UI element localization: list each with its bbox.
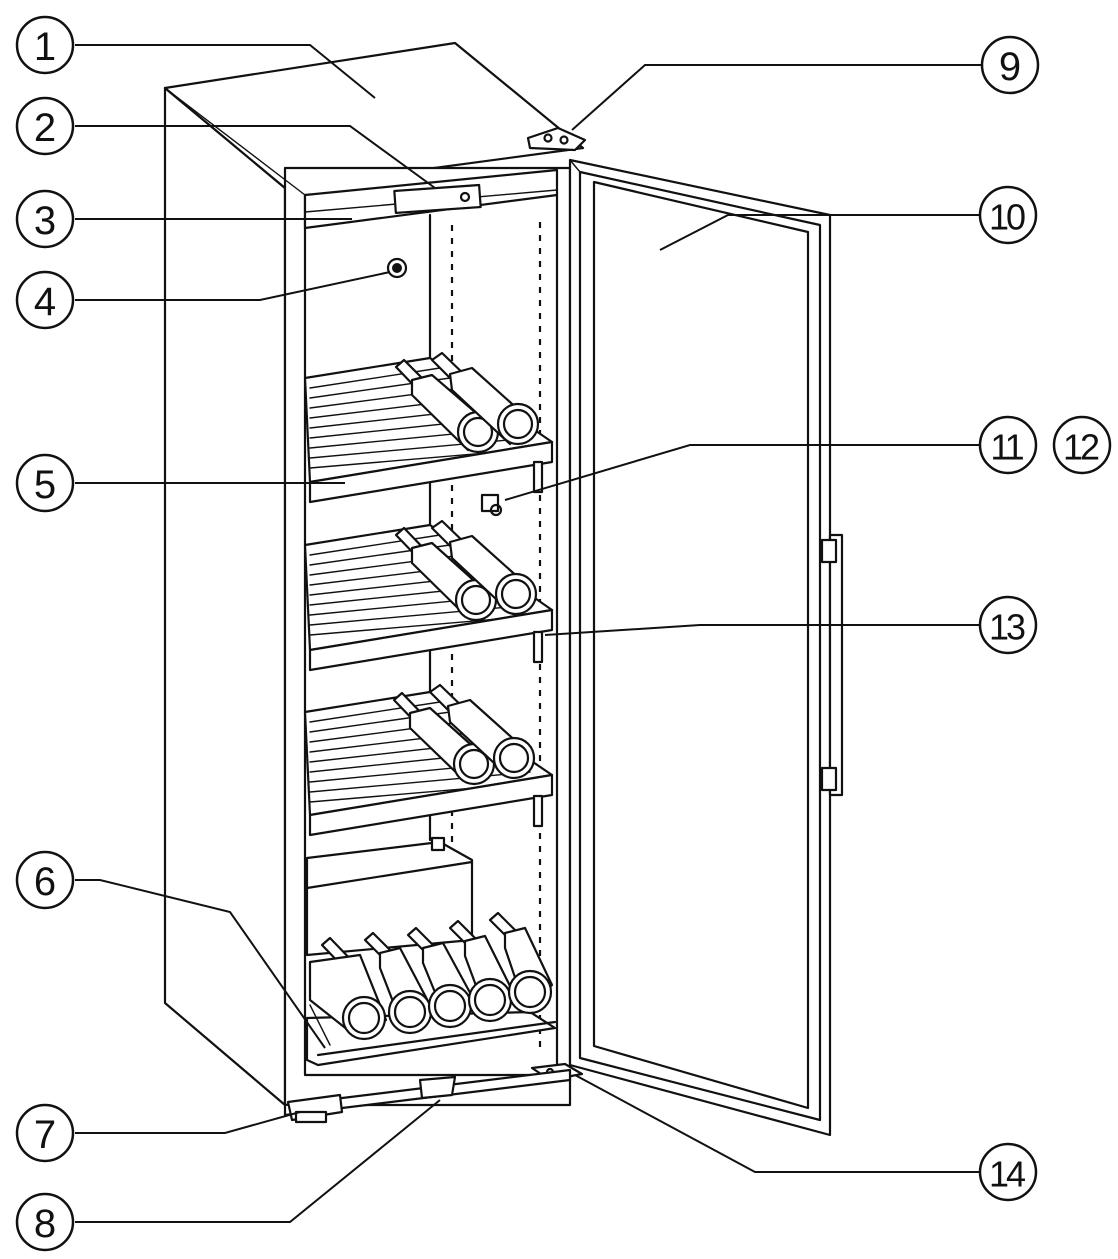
callout-1: 1 bbox=[15, 15, 75, 75]
leader-8 bbox=[75, 1099, 441, 1223]
wine-shelf-1 bbox=[303, 351, 554, 504]
callout-label: 8 bbox=[34, 1202, 56, 1246]
bottle bbox=[430, 519, 538, 616]
callout-3: 3 bbox=[15, 189, 75, 249]
leader-7 bbox=[75, 1111, 301, 1134]
callout-label: 11 bbox=[990, 427, 1023, 468]
callout-label: 5 bbox=[34, 463, 56, 507]
callout-label: 7 bbox=[34, 1113, 56, 1157]
glass-door bbox=[568, 158, 832, 1137]
compressor-cover bbox=[305, 836, 474, 957]
door-handle bbox=[820, 533, 844, 797]
callout-14: 14 bbox=[978, 1142, 1038, 1202]
callout-8: 8 bbox=[15, 1192, 75, 1252]
wine-shelf-2 bbox=[303, 519, 554, 672]
bottle bbox=[488, 911, 554, 1015]
bottle bbox=[406, 926, 476, 1029]
callout-label: 9 bbox=[999, 45, 1021, 89]
leader-10 bbox=[659, 214, 980, 251]
callout-label: 14 bbox=[989, 1154, 1025, 1195]
bottle bbox=[308, 936, 388, 1041]
leader-9 bbox=[571, 64, 1010, 131]
base bbox=[283, 1068, 572, 1117]
callout-13: 13 bbox=[978, 595, 1038, 655]
interior-light bbox=[386, 257, 408, 279]
callout-label: 4 bbox=[34, 280, 56, 324]
callout-label: 13 bbox=[989, 607, 1025, 648]
bottle bbox=[394, 526, 498, 622]
callout-label: 12 bbox=[1063, 427, 1099, 468]
leader-14 bbox=[574, 1074, 980, 1173]
temperature-sensor bbox=[480, 493, 503, 517]
callout-9: 9 bbox=[980, 35, 1040, 95]
leader-6 bbox=[75, 879, 326, 1049]
callout-label: 10 bbox=[989, 197, 1025, 238]
wine-shelf-3 bbox=[303, 683, 554, 837]
bottom-tray bbox=[305, 911, 557, 1067]
top-hinge bbox=[526, 126, 587, 152]
callout-6: 6 bbox=[15, 850, 75, 910]
callout-label: 1 bbox=[34, 25, 56, 69]
leader-1 bbox=[75, 44, 376, 99]
callout-2: 2 bbox=[15, 96, 75, 156]
leader-4 bbox=[75, 271, 391, 301]
callout-label: 3 bbox=[34, 199, 56, 243]
bottle bbox=[430, 351, 540, 446]
callout-7: 7 bbox=[15, 1103, 75, 1163]
callout-5: 5 bbox=[15, 453, 75, 513]
leader-lines bbox=[75, 44, 1010, 1223]
callout-11: 11 bbox=[978, 415, 1038, 475]
callout-4: 4 bbox=[15, 270, 75, 330]
callout-10: 10 bbox=[978, 185, 1038, 245]
callout-12: 12 bbox=[1052, 415, 1112, 475]
leader-2 bbox=[75, 125, 436, 189]
control-panel bbox=[303, 168, 559, 230]
leader-13 bbox=[544, 624, 980, 636]
leader-11 bbox=[504, 444, 980, 501]
bottle bbox=[448, 919, 516, 1023]
callout-label: 6 bbox=[34, 860, 56, 904]
bottle bbox=[363, 931, 433, 1035]
bottle bbox=[428, 683, 536, 780]
callout-label: 2 bbox=[34, 106, 56, 150]
